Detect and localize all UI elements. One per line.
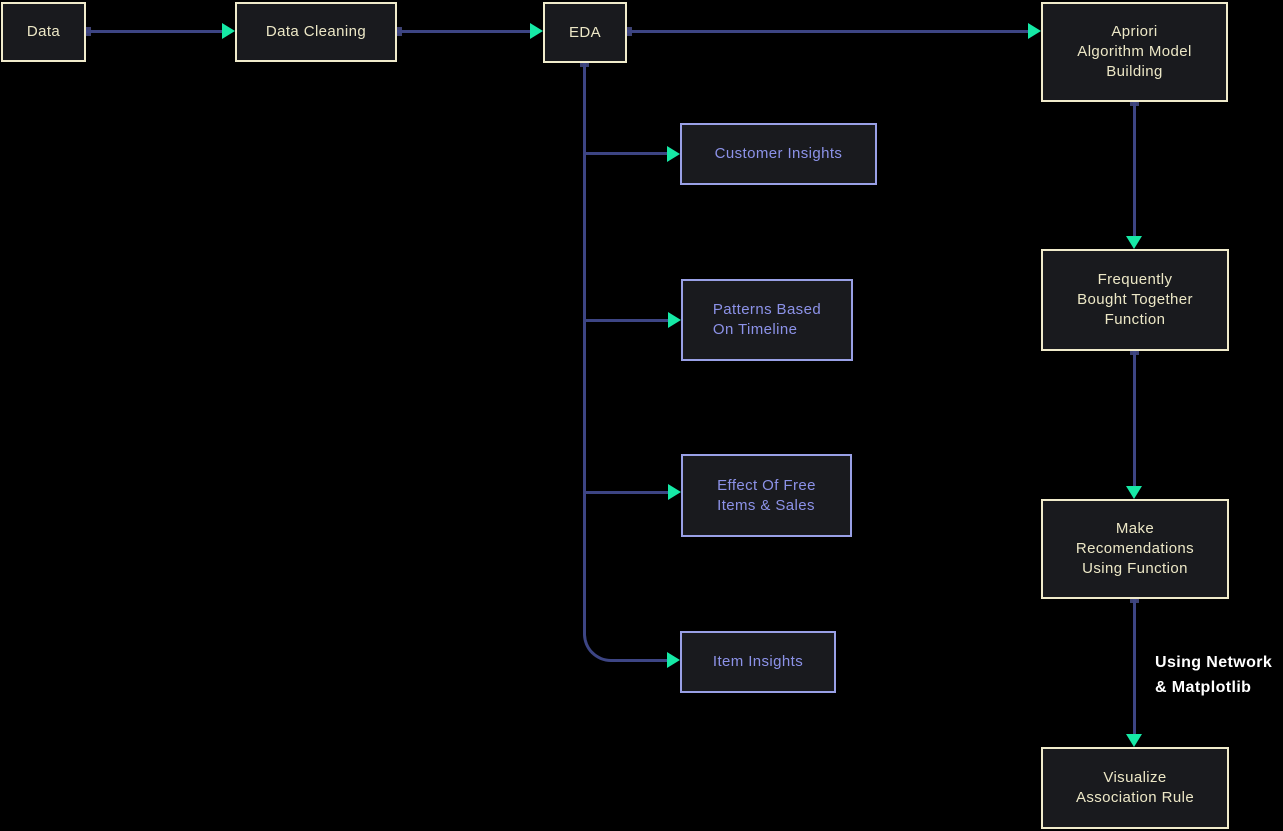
node-label: Visualize Association Rule bbox=[1075, 769, 1195, 806]
node-label: Apriori Algorithm Model Building bbox=[1077, 23, 1192, 80]
node-label: Item Insights bbox=[712, 653, 804, 670]
arrow-right-icon bbox=[667, 146, 680, 162]
arrow-down-icon bbox=[1126, 486, 1142, 499]
node-apriori[interactable]: Apriori Algorithm Model Building bbox=[1041, 2, 1228, 102]
node-visualize-rule[interactable]: Visualize Association Rule bbox=[1041, 747, 1229, 829]
node-eda[interactable]: EDA bbox=[543, 2, 627, 63]
arrow-right-icon bbox=[668, 484, 681, 500]
node-frequently-bought[interactable]: Frequently Bought Together Function bbox=[1041, 249, 1229, 351]
node-label: Patterns Based On Timeline bbox=[712, 301, 822, 338]
edge-eda-to-apriori bbox=[627, 30, 1028, 33]
edge-apriori-to-frequently bbox=[1133, 102, 1136, 236]
arrow-right-icon bbox=[1028, 23, 1041, 39]
edge-eda-to-effect bbox=[585, 491, 668, 494]
arrow-down-icon bbox=[1126, 734, 1142, 747]
node-label: Data bbox=[26, 23, 61, 40]
node-label: Make Recomendations Using Function bbox=[1075, 520, 1195, 577]
edge-frequently-to-make bbox=[1133, 351, 1136, 486]
node-label: EDA bbox=[568, 23, 602, 41]
arrow-right-icon bbox=[667, 652, 680, 668]
node-label: Data Cleaning bbox=[265, 23, 367, 40]
edge-data-to-data-cleaning bbox=[86, 30, 222, 33]
node-data-cleaning[interactable]: Data Cleaning bbox=[235, 2, 397, 62]
edge-eda-to-item-insights bbox=[611, 659, 667, 662]
edge-data-cleaning-to-eda bbox=[397, 30, 530, 33]
arrow-right-icon bbox=[530, 23, 543, 39]
edge-eda-to-customer-insights bbox=[585, 152, 667, 155]
edge-eda-trunk-curve bbox=[583, 634, 613, 662]
node-patterns-timeline[interactable]: Patterns Based On Timeline bbox=[681, 279, 853, 361]
node-label: Effect Of Free Items & Sales bbox=[717, 476, 816, 514]
edge-eda-to-patterns bbox=[585, 319, 668, 322]
node-make-recommendations[interactable]: Make Recomendations Using Function bbox=[1041, 499, 1229, 599]
node-data[interactable]: Data bbox=[1, 2, 86, 62]
node-item-insights[interactable]: Item Insights bbox=[680, 631, 836, 693]
arrow-down-icon bbox=[1126, 236, 1142, 249]
edge-eda-trunk bbox=[583, 63, 586, 634]
arrow-right-icon bbox=[222, 23, 235, 39]
node-label: Frequently Bought Together Function bbox=[1077, 271, 1193, 328]
edge-label-using-network: Using Network & Matplotlib bbox=[1155, 654, 1273, 696]
edge-make-to-visualize bbox=[1133, 599, 1136, 734]
node-effect-free-items[interactable]: Effect Of Free Items & Sales bbox=[681, 454, 852, 537]
node-label: Customer Insights bbox=[714, 145, 843, 162]
arrow-right-icon bbox=[668, 312, 681, 328]
node-customer-insights[interactable]: Customer Insights bbox=[680, 123, 877, 185]
